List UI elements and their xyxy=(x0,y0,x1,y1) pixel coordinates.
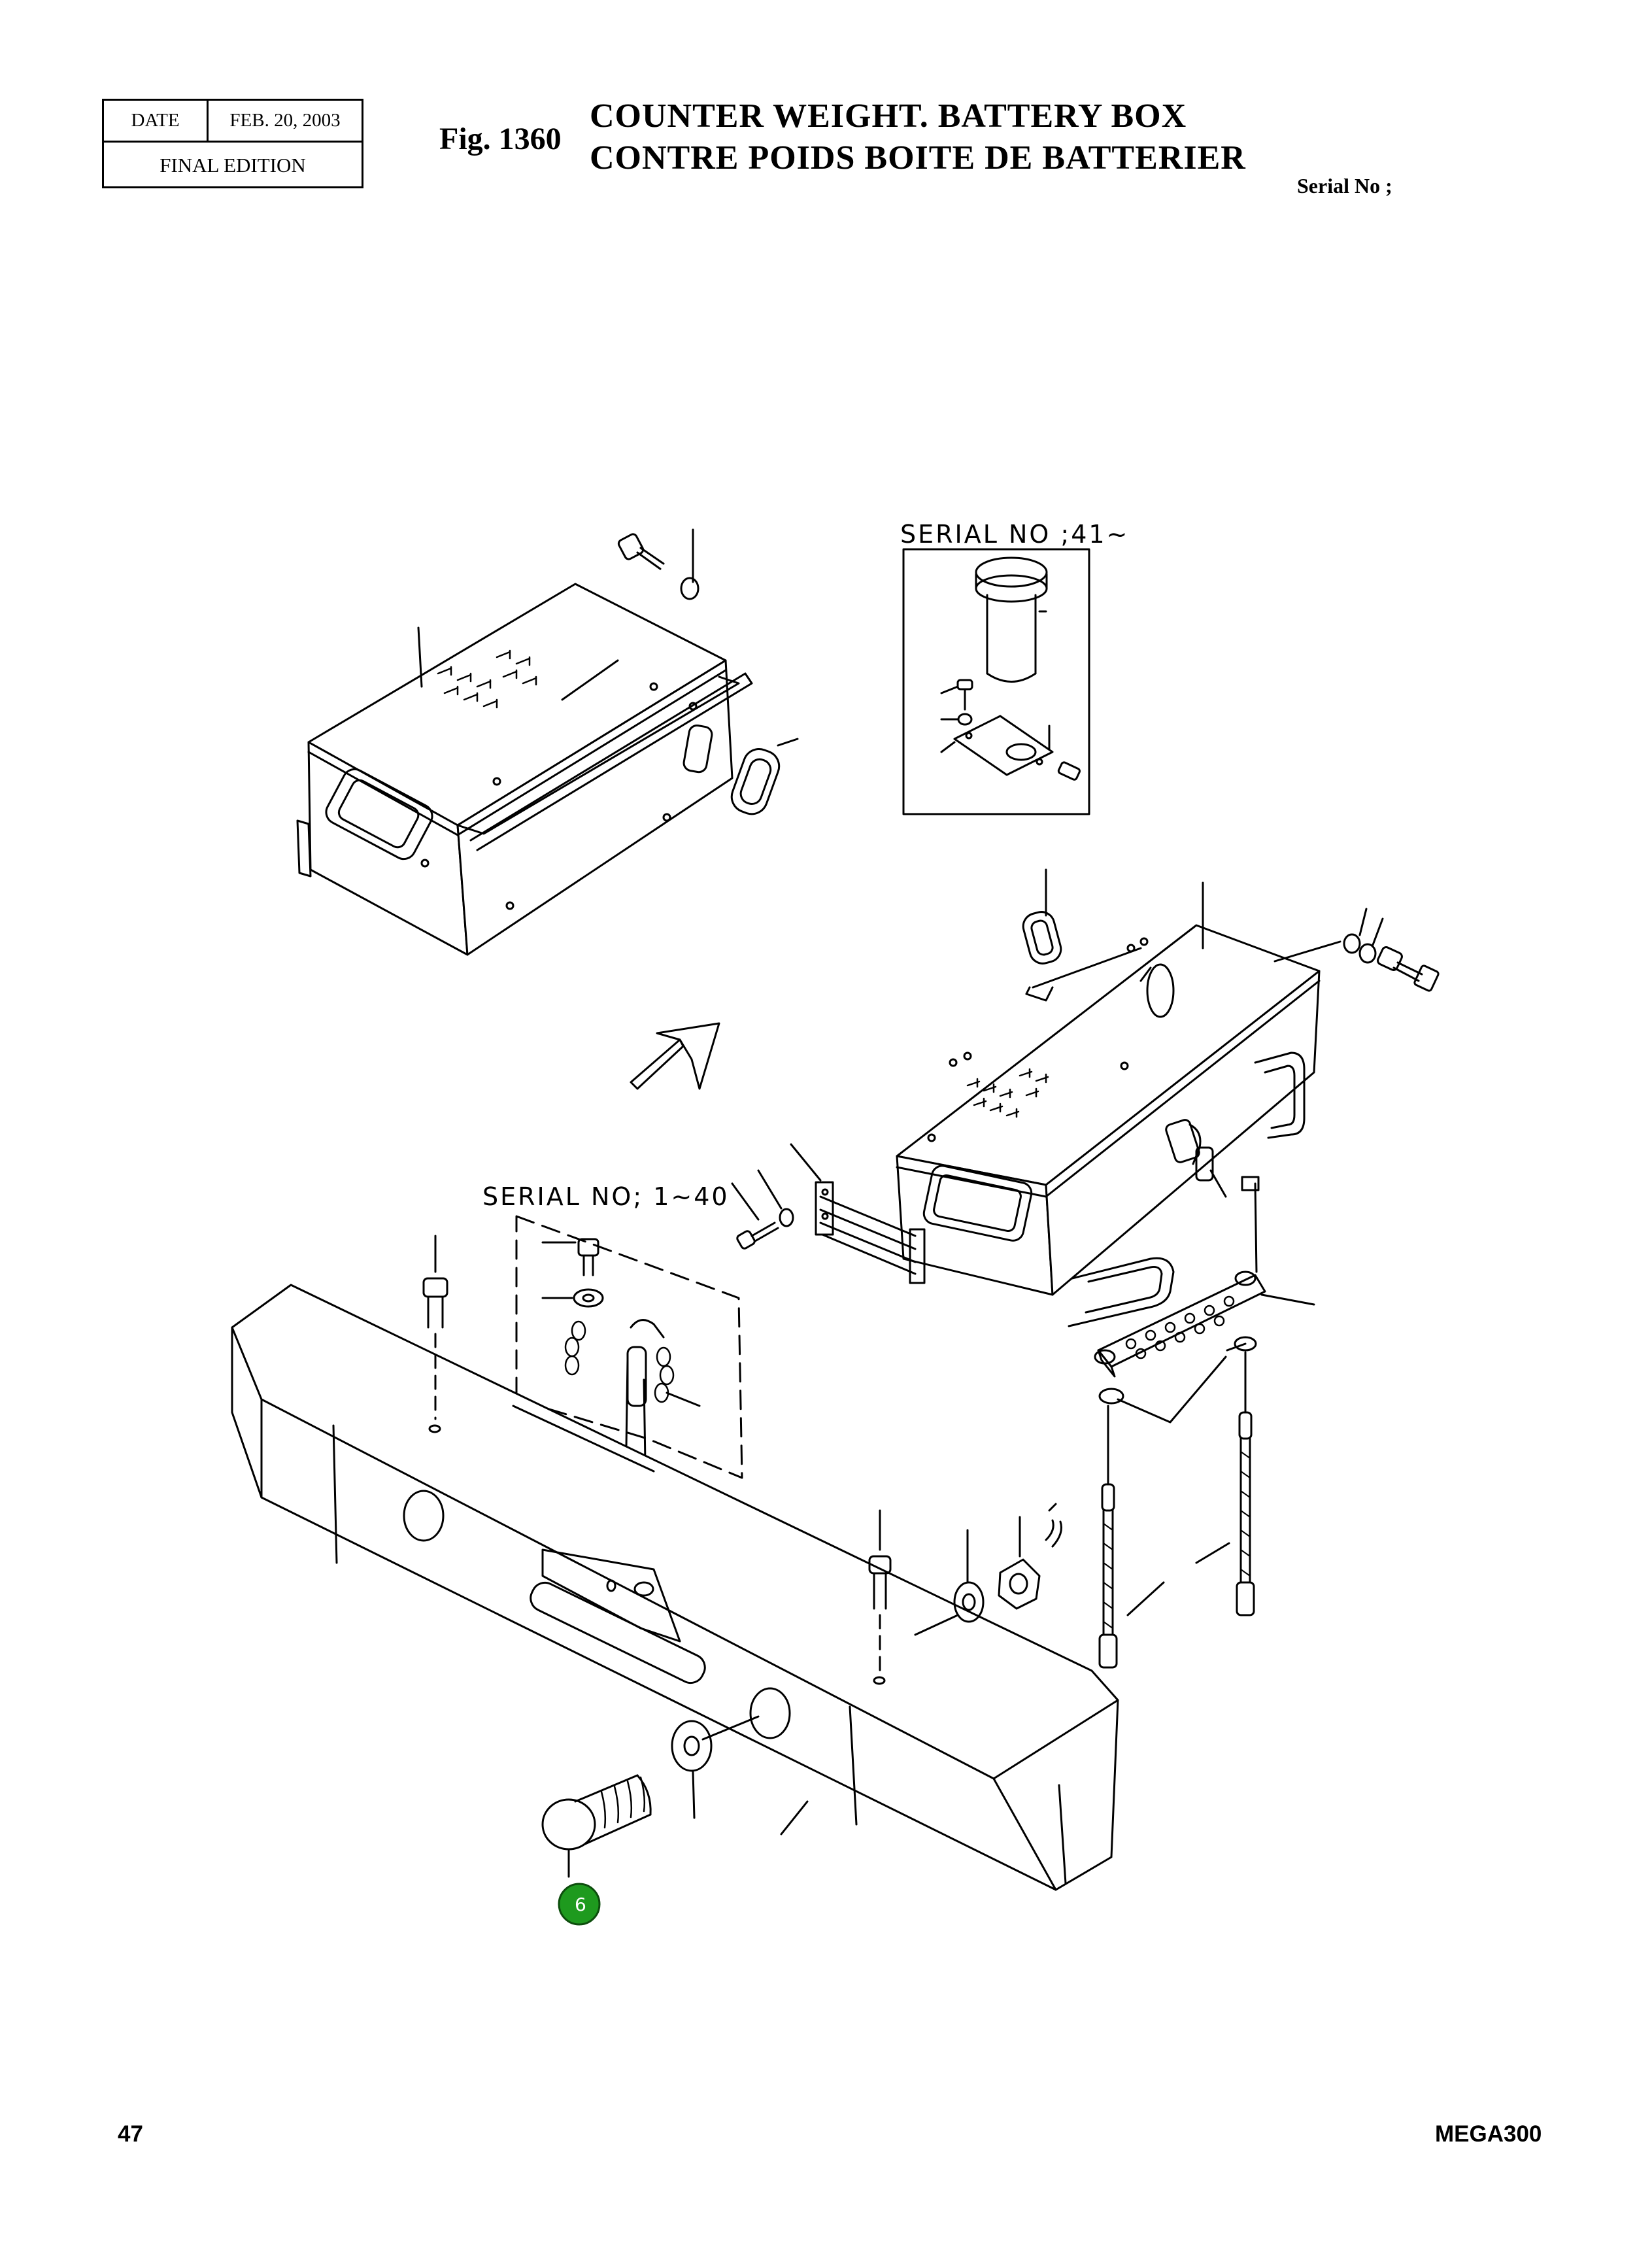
title-english: COUNTER WEIGHT. BATTERY BOX xyxy=(590,97,1187,135)
figure-number: Fig. 1360 xyxy=(439,122,562,156)
inset-serial-1-40-label: SERIAL NO; 1~40 xyxy=(482,1182,730,1211)
direction-arrow xyxy=(630,1022,720,1090)
large-bolt xyxy=(541,1774,652,1878)
inset-serial-41: SERIAL NO ;41~ xyxy=(900,520,1129,815)
inset-serial-41-label: SERIAL NO ;41~ xyxy=(900,520,1129,549)
page-number: 47 xyxy=(118,2121,143,2147)
title-french: CONTRE POIDS BOITE DE BATTERIER xyxy=(590,139,1246,177)
serial-label: Serial No ; xyxy=(1297,174,1392,197)
date-box: DATE FEB. 20, 2003 FINAL EDITION xyxy=(102,99,363,188)
checker-plate-marks xyxy=(437,649,537,709)
edition-label: FINAL EDITION xyxy=(160,154,306,177)
cable-bracket xyxy=(731,1143,926,1284)
step-plate-and-rods xyxy=(1094,1182,1315,1669)
callout-6[interactable]: 6 xyxy=(558,1883,601,1926)
callout-number: 6 xyxy=(575,1894,586,1915)
battery-box-lower xyxy=(896,868,1440,1327)
callout-circle[interactable] xyxy=(558,1883,601,1926)
battery-box-upper xyxy=(296,528,799,956)
counter-weight xyxy=(231,1235,1119,1891)
date-row: DATE FEB. 20, 2003 xyxy=(104,101,362,143)
checker-plate-marks-lower xyxy=(966,1068,1049,1118)
model-name: MEGA300 xyxy=(1435,2121,1542,2147)
date-value: FEB. 20, 2003 xyxy=(229,110,341,131)
inset-serial-1-40: SERIAL NO; 1~40 xyxy=(482,1182,743,1590)
date-label: DATE xyxy=(104,101,209,141)
